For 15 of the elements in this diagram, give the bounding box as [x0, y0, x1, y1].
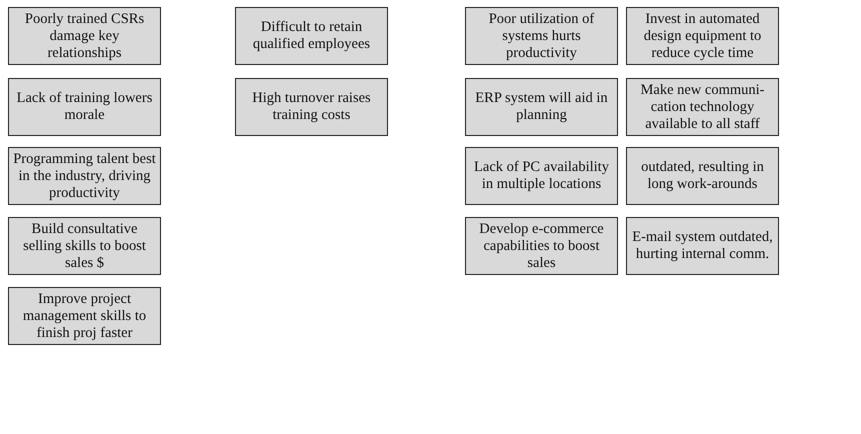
- statement-box: Invest in automated design equipment to reduce cycle time: [626, 7, 779, 65]
- statement-box: Difficult to retain qualified employees: [235, 7, 388, 65]
- statement-box: outdated, resulting in long work-arounds: [626, 147, 779, 205]
- statement-box: E-mail system outdated, hurting internal comm.: [626, 217, 779, 275]
- statement-box: Improve project management skills to finish proj faster: [8, 287, 161, 345]
- statement-box: Develop e-commerce capabilities to boost sales: [465, 217, 618, 275]
- statement-box: Programming talent best in the industry, driving productivity: [8, 147, 161, 205]
- statement-box: Poorly trained CSRs damage key relationships: [8, 7, 161, 65]
- statement-box: Make new communi-cation technology available to all staff: [626, 78, 779, 136]
- statement-box: Build consultative selling skills to boost sales $: [8, 217, 161, 275]
- statement-box: Lack of training lowers morale: [8, 78, 161, 136]
- statement-box: ERP system will aid in planning: [465, 78, 618, 136]
- statement-box: Poor utilization of systems hurts productivity: [465, 7, 618, 65]
- statement-box: Lack of PC availability in multiple locations: [465, 147, 618, 205]
- statement-box: High turnover raises training costs: [235, 78, 388, 136]
